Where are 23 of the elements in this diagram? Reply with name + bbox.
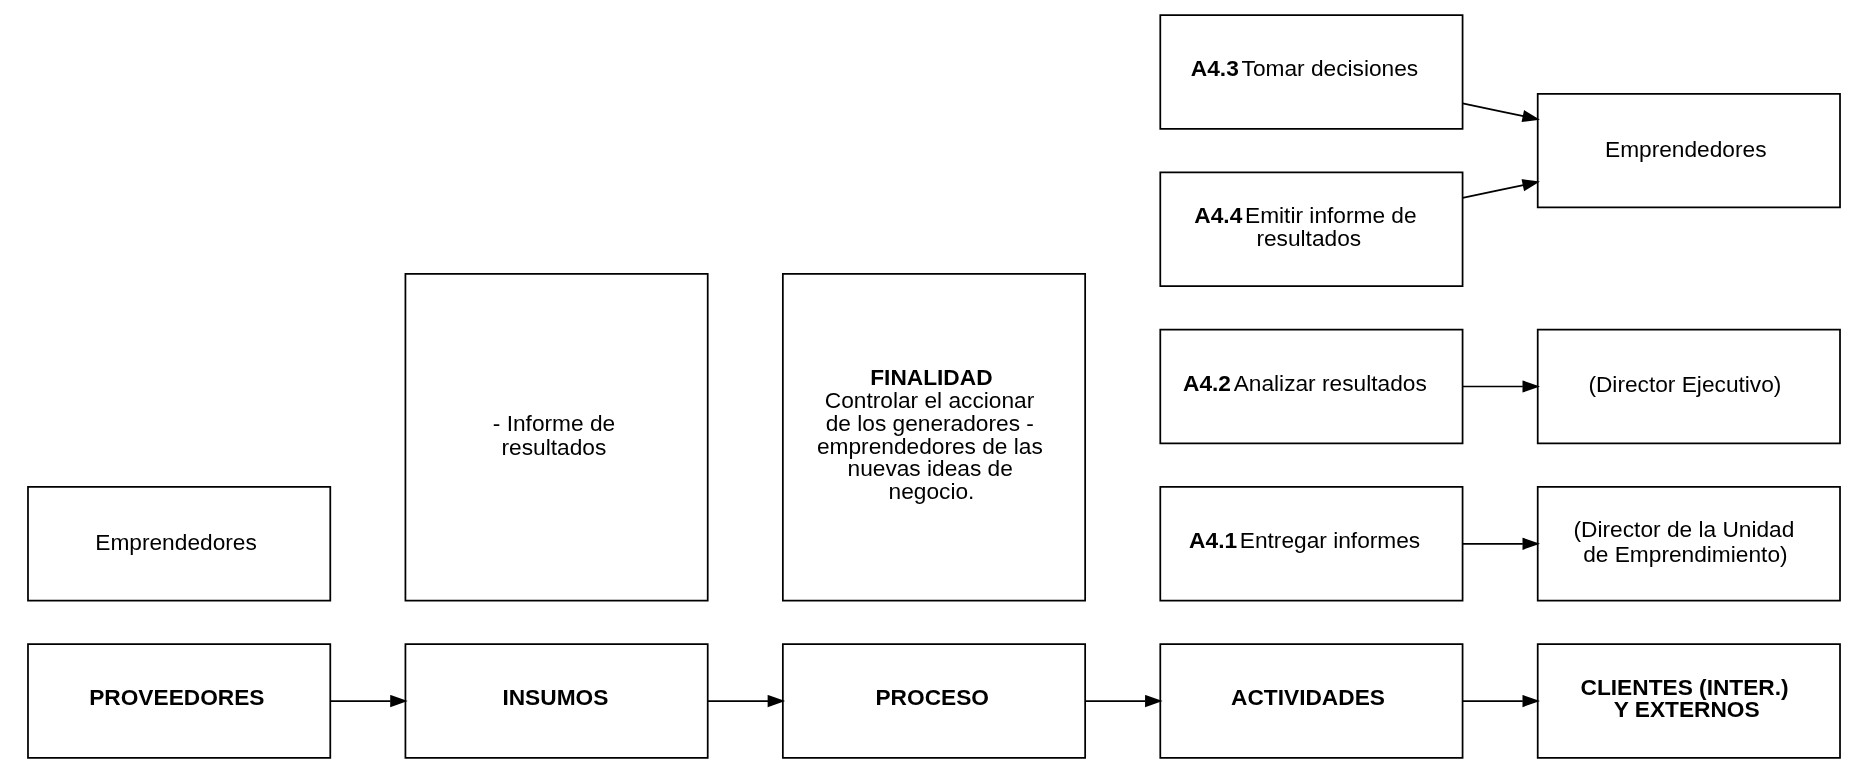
node-box: PROCESO: [781, 643, 1086, 759]
arrow: [328, 694, 408, 708]
node-box: Emprendedores: [26, 486, 331, 602]
node-box: Emprendedores: [1536, 92, 1841, 209]
node-box: FINALIDAD Controlar el accionar de los generadores - emprendedores de las nuevas ideas de negocio.: [781, 272, 1086, 602]
arrow: [1461, 694, 1540, 708]
arrow: [1461, 102, 1540, 123]
arrow: [1461, 537, 1540, 550]
node-box: A4.3Tomar decisiones: [1158, 14, 1463, 130]
node-box: A4.2Analizar resultados: [1158, 328, 1463, 445]
node-box: PROVEEDORES: [26, 643, 331, 759]
node-box: (Director de la Unidad de Emprendimiento): [1536, 486, 1841, 602]
node-box: - Informe de resultados: [404, 272, 709, 602]
arrow: [706, 694, 785, 708]
arrow: [1461, 380, 1540, 393]
arrow: [1461, 179, 1540, 199]
node-box: CLIENTES (INTER.) Y EXTERNOS: [1536, 643, 1841, 759]
node-box: A4.1Entregar informes: [1158, 486, 1463, 602]
node-box: A4.4Emitir informe de resultados: [1158, 171, 1463, 287]
node-box: ACTIVIDADES: [1158, 643, 1463, 759]
arrow: [1083, 694, 1163, 708]
node-box: INSUMOS: [404, 643, 709, 759]
node-box: (Director Ejecutivo): [1536, 328, 1841, 445]
